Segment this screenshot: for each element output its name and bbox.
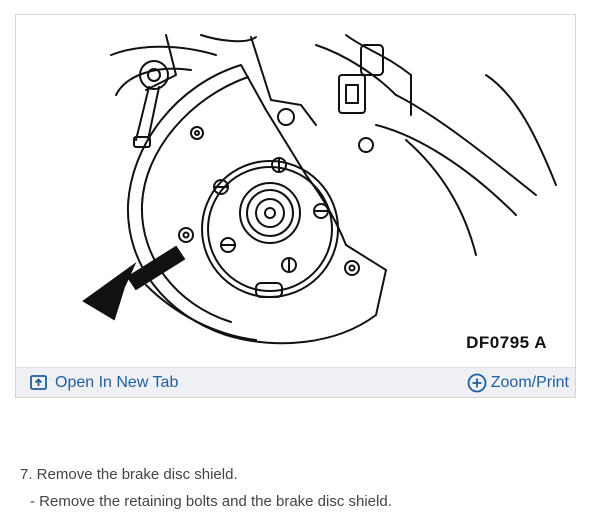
figure-toolbar: Open In New Tab Zoom/Print bbox=[16, 367, 575, 397]
instructions: 7. Remove the brake disc shield. - Remov… bbox=[20, 466, 392, 510]
figure-code: DF0795 A bbox=[466, 333, 547, 352]
open-in-new-tab-label: Open In New Tab bbox=[55, 373, 179, 391]
step-text: 7. Remove the brake disc shield. bbox=[20, 466, 238, 483]
zoom-print-label: Zoom/Print bbox=[490, 373, 569, 391]
open-in-new-tab-link[interactable]: Open In New Tab bbox=[30, 374, 178, 392]
figure-card: DF0795 A Open In New Tab Zoom/Print bbox=[15, 14, 576, 398]
plus-circle-icon bbox=[467, 373, 487, 393]
substep-text: - Remove the retaining bolts and the bra… bbox=[30, 493, 392, 510]
brake-disc-shield-illustration bbox=[82, 34, 557, 345]
zoom-print-link[interactable]: Zoom/Print bbox=[467, 373, 569, 393]
open-in-new-tab-icon bbox=[30, 375, 47, 390]
pointer-arrow bbox=[82, 245, 186, 321]
